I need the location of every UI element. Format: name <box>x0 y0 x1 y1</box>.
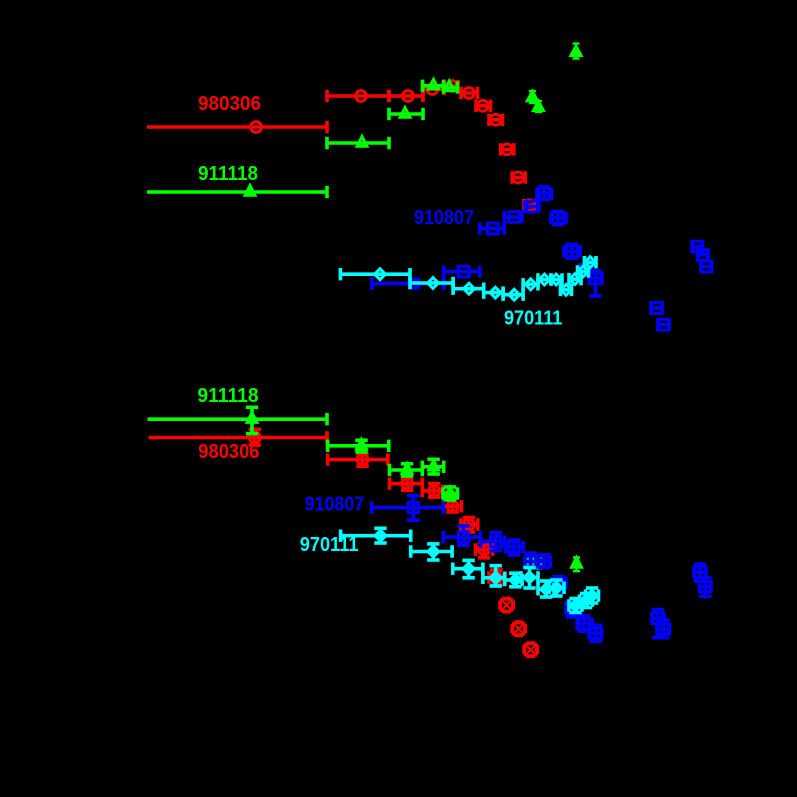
svg-text:910807: 910807 <box>305 493 365 516</box>
svg-text:910807: 910807 <box>414 206 474 229</box>
svg-text:980306: 980306 <box>198 440 259 463</box>
svg-text:970111: 970111 <box>300 533 359 556</box>
svg-text:911118: 911118 <box>198 162 258 185</box>
svg-text:980306: 980306 <box>198 92 261 115</box>
svg-text:970111: 970111 <box>504 307 562 330</box>
svg-text:911118: 911118 <box>197 384 258 407</box>
